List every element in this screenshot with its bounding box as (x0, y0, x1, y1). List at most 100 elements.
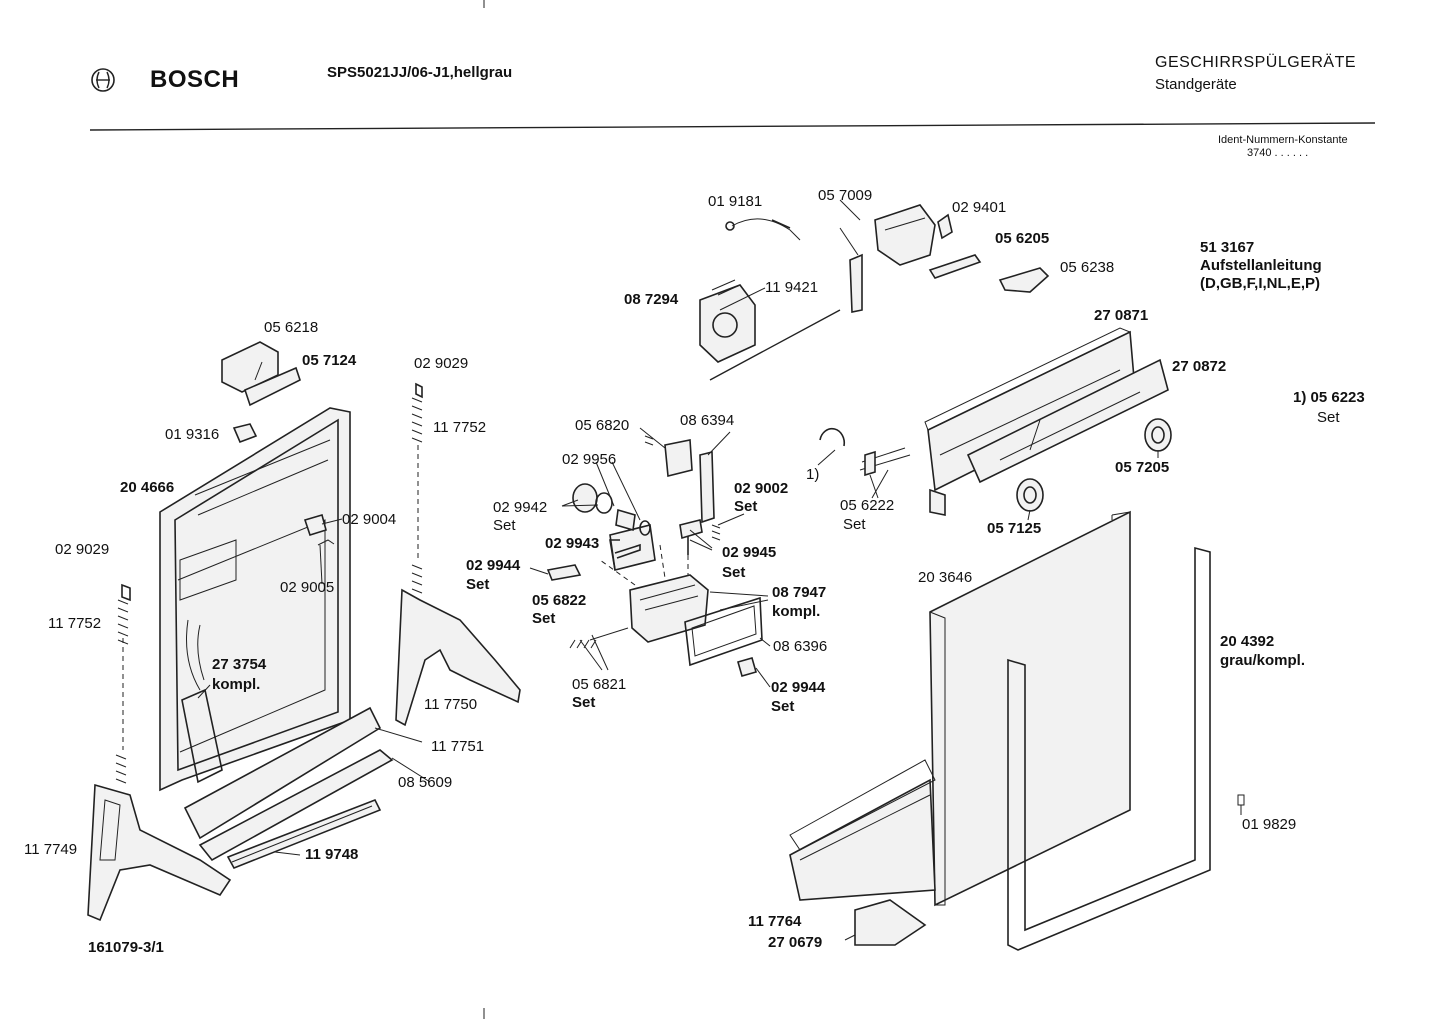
manual-languages: (D,GB,F,I,NL,E,P) (1200, 275, 1320, 292)
part-label: 01 9181 (708, 193, 763, 210)
part-label: 08 6394 (680, 412, 735, 429)
part-label: 05 6820 (575, 417, 630, 434)
part-label: 11 7752 (48, 615, 102, 632)
document-number: 161079-3/1 (88, 939, 164, 956)
door-spring-left (115, 583, 131, 784)
door-latch-upper (221, 341, 301, 407)
part-label: Set (734, 498, 758, 515)
part-label: 11 9421 (765, 279, 819, 296)
door-frame-trim (1007, 546, 1211, 951)
product-category: GESCHIRRSPÜLGERÄTE (1155, 54, 1357, 71)
part-label: 02 9945 (722, 544, 777, 561)
door-hinge-left (87, 706, 394, 922)
part-label: 05 6238 (1060, 259, 1115, 276)
cap-029942 (572, 483, 598, 513)
plate-029945 (679, 519, 703, 540)
part-label: 02 9401 (952, 199, 1007, 216)
part-label: 08 5609 (398, 774, 453, 791)
door-spring-right (411, 382, 423, 594)
lock-bracket (699, 450, 715, 524)
part-label: 02 9944 (771, 679, 826, 696)
actuating-rod (709, 309, 841, 381)
ident-value: 3740 . . . . . . (1247, 147, 1309, 159)
inner-door-frame (159, 407, 351, 792)
part-label: 08 7294 (624, 291, 679, 308)
bracket-029943 (614, 543, 641, 559)
part-label: 02 9942 (493, 499, 548, 516)
part-label: 20 3646 (918, 569, 973, 586)
switch-assembly (874, 204, 936, 266)
part-label: grau/kompl. (1220, 652, 1306, 669)
part-label: Set (722, 564, 746, 581)
part-label: 02 9956 (562, 451, 617, 468)
part-label: 1) (806, 466, 820, 483)
hinge-bracket-right (395, 588, 521, 727)
part-label: 02 9029 (55, 541, 110, 558)
door-lock-assembly (609, 524, 709, 643)
microswitch-pin (928, 254, 982, 279)
part-label: 02 9029 (414, 355, 469, 372)
outer-door-panel (929, 510, 1131, 907)
screw-019829 (1237, 794, 1245, 815)
program-timer (699, 279, 756, 363)
part-label: 05 6218 (264, 319, 319, 336)
spring-029002 (711, 524, 721, 541)
part-label: 08 7947 (772, 584, 827, 601)
part-label: 20 4392 (1220, 633, 1275, 650)
manual-number: 51 3167 (1200, 239, 1255, 256)
header-divider (89, 122, 1376, 131)
part-label: 08 6396 (773, 638, 828, 655)
part-label: 02 9004 (342, 511, 397, 528)
part-label: 02 9005 (280, 579, 335, 596)
part-label: 05 6822 (532, 592, 587, 609)
part-label: 11 7749 (24, 841, 78, 858)
part-label: 27 0871 (1094, 307, 1149, 324)
latch-hook (998, 267, 1050, 293)
bosch-logo-icon (91, 68, 115, 92)
part-label: 11 7750 (424, 696, 478, 713)
knob-057205 (1144, 418, 1172, 452)
part-label: 05 6205 (995, 230, 1050, 247)
sleeve-029956 (615, 508, 636, 532)
plinth-holder (854, 899, 927, 946)
part-label: 05 7009 (818, 187, 873, 204)
part-label: 05 6821 (572, 676, 627, 693)
part-label: 11 7751 (431, 738, 485, 755)
part-label: kompl. (212, 676, 261, 693)
part-label: Set (843, 516, 866, 533)
contact-plate (664, 439, 693, 478)
product-subcategory: Standgeräte (1155, 76, 1237, 93)
manual-title: Aufstellanleitung (1200, 257, 1322, 274)
part-label: 05 7125 (987, 520, 1042, 537)
clip-small (232, 423, 258, 444)
part-label: 01 9829 (1242, 816, 1297, 833)
pin-029944-lower (737, 657, 757, 677)
switch-set (817, 427, 911, 477)
wire-clip (317, 539, 335, 546)
brand-name: BOSCH (150, 66, 240, 93)
part-label: 20 4666 (120, 479, 175, 496)
switch-lever (849, 253, 863, 313)
panel-cover (966, 358, 1169, 484)
clip-connector (303, 514, 327, 536)
part-label: 02 9002 (734, 480, 789, 497)
part-label: 05 7124 (302, 352, 357, 369)
ident-label: Ident-Nummern-Konstante (1218, 134, 1348, 146)
part-label: Set (771, 698, 795, 715)
part-label: Set (466, 576, 490, 593)
part-label: 11 7764 (748, 913, 802, 930)
part-label: Set (532, 610, 556, 627)
knob-057125 (1016, 478, 1044, 512)
leader-lines (197, 199, 1159, 941)
part-label: 05 7205 (1115, 459, 1170, 476)
part-label: Set (493, 517, 516, 534)
footnote-part: 1) 05 6223 (1293, 389, 1365, 406)
plinth (789, 759, 936, 901)
part-label: 05 6222 (840, 497, 895, 514)
part-label: 27 0872 (1172, 358, 1227, 375)
model-number: SPS5021JJ/06-J1,hellgrau (327, 64, 513, 81)
spring-056821 (569, 639, 597, 649)
part-label: 27 3754 (212, 656, 267, 673)
part-label: 11 7752 (433, 419, 487, 436)
